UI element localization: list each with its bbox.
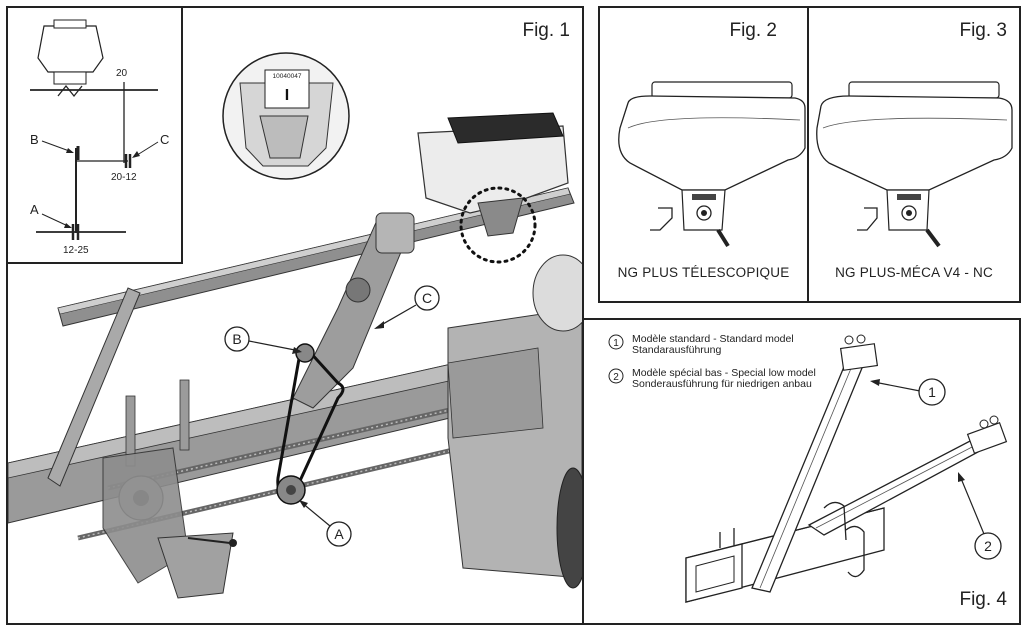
legend-1-line2: Standarausführung <box>632 344 722 356</box>
legend-2-line1: Modèle spécial bas - Special low model <box>632 367 816 379</box>
svg-text:A: A <box>334 526 344 542</box>
callout-2: 2 <box>958 472 1002 560</box>
legend-2-line2: Sonderausführung für niedrigen anbau <box>632 378 812 390</box>
fig2-label: Fig. 2 <box>729 20 777 41</box>
inset-code: 10040047 <box>273 73 302 80</box>
svg-text:1: 1 <box>928 384 936 400</box>
fig1-label: Fig. 1 <box>522 20 570 41</box>
schematic-dim-top: 20 <box>116 68 128 79</box>
legend-1-line1: Modèle standard - Standard model <box>632 333 794 345</box>
hopper-lid <box>447 112 564 144</box>
fig3-caption: NG PLUS-MÉCA V4 - NC <box>835 265 993 280</box>
svg-text:B: B <box>232 331 241 347</box>
schematic-label-c: C <box>160 132 169 147</box>
legend-num-2: 2 <box>613 372 619 383</box>
fig2-caption: NG PLUS TÉLESCOPIQUE <box>617 265 790 280</box>
svg-text:2: 2 <box>984 538 992 554</box>
callout-c: C <box>374 285 440 329</box>
inset-letter: I <box>285 87 289 104</box>
fig4-panel: 1 Modèle standard - Standard model Stand… <box>582 318 1021 625</box>
detail-highlight-circle <box>459 186 537 264</box>
fig3-panel: Fig. 3 NG PLUS-MÉCA V4 - NC <box>807 6 1021 303</box>
fig2-hopper-drawing <box>618 81 806 248</box>
fig1-panel: Fig. 1 <box>6 6 584 625</box>
svg-text:C: C <box>422 290 432 306</box>
schematic-dim-mid: 20-12 <box>111 172 137 183</box>
legend-num-1: 1 <box>613 338 619 349</box>
fig3-label: Fig. 3 <box>959 20 1007 41</box>
schematic-inset: 20 20-12 12-25 B C A <box>8 8 183 264</box>
callout-1: 1 <box>870 378 946 406</box>
callout-b: B <box>224 326 302 354</box>
fig4-label: Fig. 4 <box>959 589 1007 610</box>
fig3-hopper-drawing <box>816 81 1013 248</box>
schematic-label-a: A <box>30 202 39 217</box>
schematic-hopper <box>37 25 104 73</box>
sprocket-b <box>295 343 315 363</box>
schematic-label-b: B <box>30 132 39 147</box>
fig1-drawing: 10040047 I C B A <box>8 52 582 599</box>
callout-a: A <box>299 500 352 547</box>
fig2-panel: Fig. 2 NG PLUS TÉLESCOPIQUE <box>598 6 809 303</box>
fig4-drawing: 1 2 <box>685 334 1008 603</box>
magnified-detail-inset: 10040047 I <box>222 52 350 180</box>
schematic-dim-bottom: 12-25 <box>63 245 89 256</box>
